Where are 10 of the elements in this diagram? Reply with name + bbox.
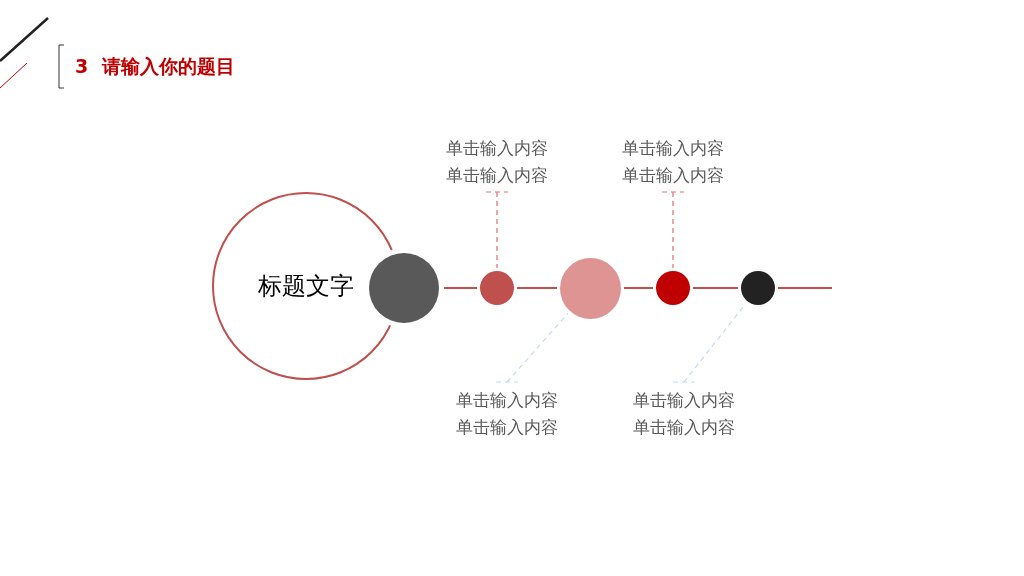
timeline-dot	[560, 257, 621, 319]
content-text: 单击输入内容单击输入内容	[620, 135, 726, 192]
center-title: 标题文字	[258, 271, 354, 302]
content-text: 单击输入内容单击输入内容	[454, 382, 560, 441]
timeline-dot	[480, 271, 514, 305]
slide-title: 3 请输入你的题目	[75, 54, 235, 79]
timeline-dot	[656, 271, 690, 305]
timeline-dot	[741, 271, 775, 305]
content-text: 单击输入内容单击输入内容	[631, 382, 737, 441]
content-text: 单击输入内容单击输入内容	[444, 135, 550, 192]
